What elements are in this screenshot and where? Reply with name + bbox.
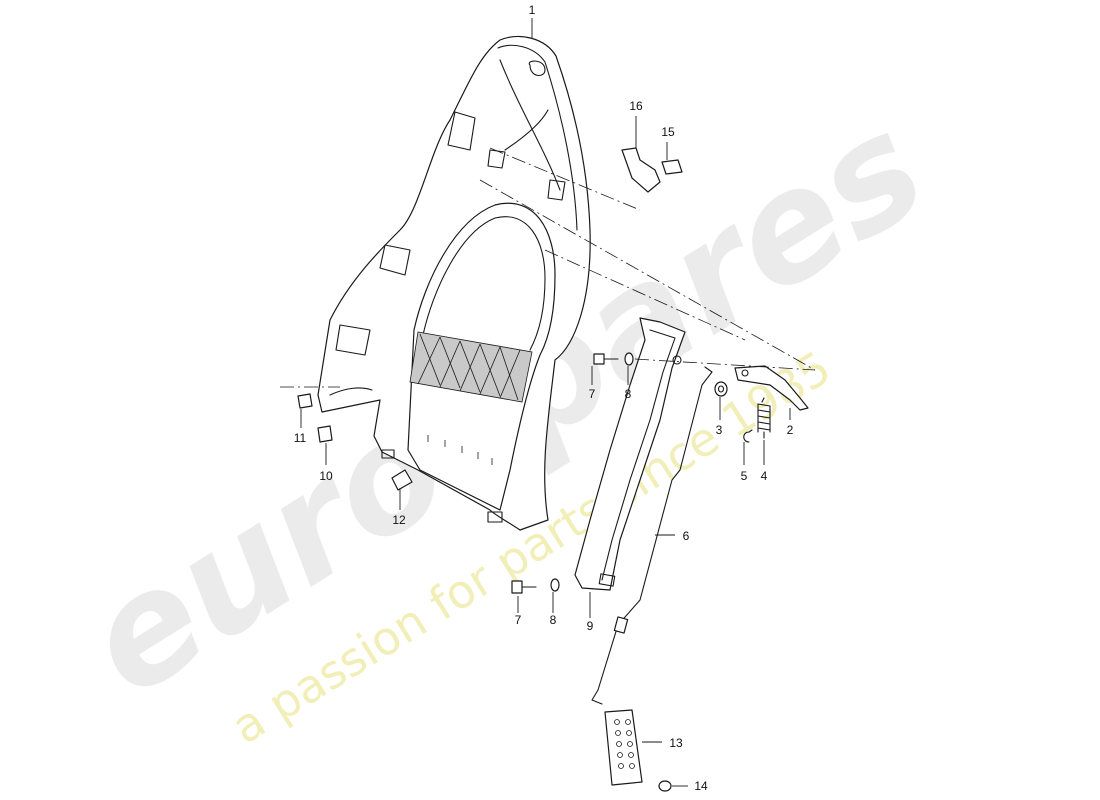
- callout-labels: 1 2 3 4 5 6 7 7 8 8 9 10 11 12 13 14 15 …: [294, 3, 794, 793]
- callout-5: 5: [741, 469, 748, 483]
- clip-11: [297, 393, 313, 409]
- side-trim-panel: [574, 317, 686, 591]
- callout-10: 10: [319, 469, 333, 483]
- callout-3: 3: [716, 423, 723, 437]
- callout-8-lower: 8: [550, 613, 557, 627]
- callout-7-lower: 7: [515, 613, 522, 627]
- washer-upper: [624, 352, 634, 366]
- clip-12: [391, 469, 413, 491]
- washer-lower: [550, 578, 560, 592]
- spring: [757, 397, 771, 439]
- callout-13: 13: [669, 736, 683, 750]
- seat-back-shell: [317, 35, 591, 531]
- label-plate: [604, 709, 643, 786]
- lever: [734, 365, 809, 411]
- bracket-15: [661, 159, 683, 175]
- nut: [714, 381, 728, 397]
- callout-6: 6: [683, 529, 690, 543]
- small-nut: [658, 780, 672, 792]
- callout-15: 15: [661, 125, 675, 139]
- callout-9: 9: [587, 619, 594, 633]
- callout-14: 14: [694, 779, 708, 793]
- callout-2: 2: [787, 423, 794, 437]
- callout-8-upper: 8: [625, 387, 632, 401]
- leader-lines: [300, 18, 791, 787]
- alignment-lines: [280, 147, 816, 388]
- callout-7-upper: 7: [589, 387, 596, 401]
- cable: [591, 366, 713, 705]
- callout-11: 11: [294, 431, 307, 445]
- callout-12: 12: [392, 513, 406, 527]
- bolt-upper: [593, 353, 619, 365]
- bolt-lower: [511, 580, 537, 594]
- clip-10: [317, 425, 333, 443]
- callout-16: 16: [629, 99, 643, 113]
- callout-1: 1: [529, 3, 536, 17]
- bracket-16: [621, 147, 661, 193]
- circlip: [743, 429, 753, 443]
- callout-4: 4: [761, 469, 768, 483]
